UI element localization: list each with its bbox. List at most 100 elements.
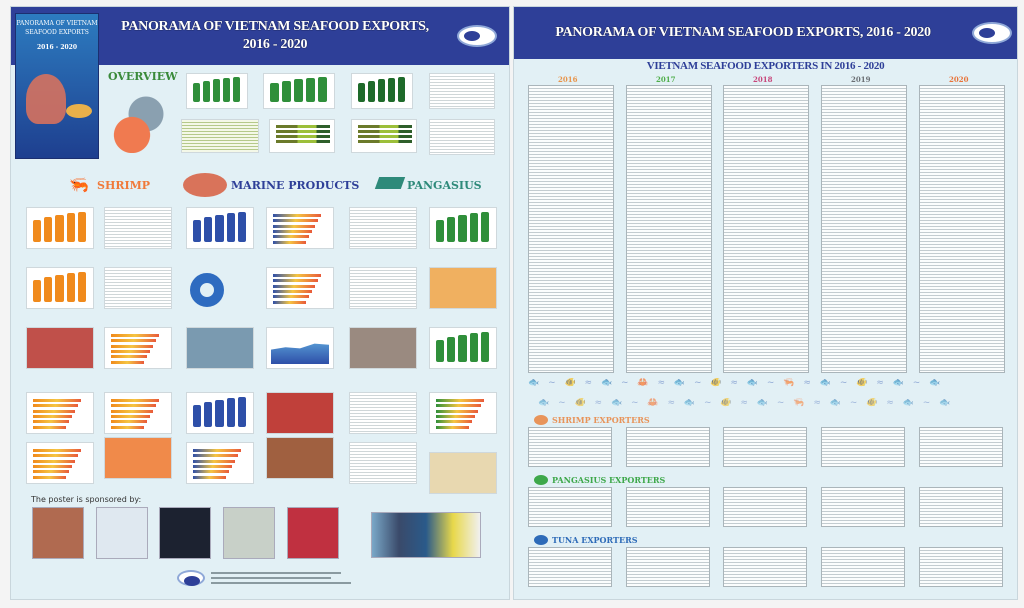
bar bbox=[33, 449, 81, 452]
cover-thumbnail: PANORAMA OF VIETNAM SEAFOOD EXPORTS 2016… bbox=[15, 13, 99, 159]
bar bbox=[111, 350, 150, 353]
bars-chart bbox=[263, 73, 335, 109]
fish-decoration-band: 🐟 ~ 🐠 ≈ 🐟 ~ 🦀 ≈ 🐟 ~ 🐠 ≈ 🐟 ~ 🦐 ≈ 🐟 ~ 🐠 ≈ … bbox=[528, 378, 944, 388]
bar bbox=[204, 217, 213, 242]
top-exporters-table bbox=[723, 487, 807, 527]
bar bbox=[237, 397, 246, 427]
bar bbox=[55, 274, 64, 302]
mini-table bbox=[429, 119, 495, 155]
mini-table bbox=[429, 73, 495, 109]
section-overview: OVERVIEW bbox=[108, 70, 178, 83]
bars-chart bbox=[429, 327, 497, 369]
stack-chart bbox=[351, 119, 417, 153]
group-heading: SHRIMP EXPORTERS bbox=[552, 415, 650, 425]
bar bbox=[270, 83, 279, 102]
bars-chart bbox=[186, 207, 254, 249]
footer-text bbox=[211, 582, 351, 584]
bar bbox=[33, 409, 75, 413]
bar bbox=[368, 80, 375, 102]
bar bbox=[33, 475, 66, 479]
bar bbox=[447, 217, 456, 242]
bar bbox=[33, 470, 69, 474]
hbars-chart bbox=[266, 207, 334, 249]
bar bbox=[358, 140, 412, 143]
pangasius-icon bbox=[534, 475, 548, 485]
bar bbox=[77, 212, 86, 242]
bar bbox=[282, 80, 291, 102]
shrimp-icon bbox=[534, 415, 548, 425]
bar bbox=[447, 337, 456, 362]
bar bbox=[436, 409, 478, 413]
top-exporters-table bbox=[626, 487, 710, 527]
bar bbox=[480, 332, 489, 362]
hbars-chart bbox=[104, 392, 172, 434]
bars-chart bbox=[186, 392, 254, 434]
bar bbox=[276, 135, 330, 138]
title-line1: PANORAMA OF VIETNAM SEAFOOD EXPORTS, bbox=[121, 19, 429, 34]
poster-right-page: PANORAMA OF VIETNAM SEAFOOD EXPORTS, 201… bbox=[513, 6, 1018, 600]
cover-title-line1: PANORAMA OF VIETNAM bbox=[16, 20, 98, 27]
top-exporters-table bbox=[919, 547, 1003, 587]
bar bbox=[44, 217, 53, 242]
year-label-2018: 2018 bbox=[753, 75, 773, 84]
section-marine-products: MARINE PRODUCTS bbox=[183, 173, 359, 197]
fish-illustration bbox=[66, 104, 92, 118]
sponsor-ad bbox=[32, 507, 84, 559]
bar bbox=[111, 355, 147, 359]
bars-chart bbox=[186, 73, 248, 109]
mini-table bbox=[104, 267, 172, 309]
bar bbox=[436, 420, 472, 424]
bar bbox=[193, 454, 238, 458]
bar bbox=[398, 76, 405, 102]
bar bbox=[33, 399, 81, 402]
section-pangasius: PANGASIUS bbox=[374, 177, 482, 192]
section-shrimp-label: SHRIMP bbox=[97, 179, 151, 192]
photo-chart bbox=[349, 327, 417, 369]
top-exporters-table bbox=[723, 547, 807, 587]
top-exporters-table bbox=[821, 427, 905, 467]
bar bbox=[273, 274, 321, 277]
bar bbox=[77, 272, 86, 302]
top-exporters-table bbox=[919, 427, 1003, 467]
mini-table bbox=[349, 267, 417, 309]
bars-chart bbox=[351, 73, 413, 109]
sponsor-label: The poster is sponsored by: bbox=[31, 495, 142, 504]
bar bbox=[111, 339, 156, 343]
area bbox=[271, 343, 329, 364]
bar bbox=[273, 224, 315, 228]
bar bbox=[273, 230, 312, 233]
poster-left-page: PANORAMA OF VIETNAM SEAFOOD EXPORTS 2016… bbox=[10, 6, 510, 600]
bar bbox=[226, 398, 235, 427]
photo-chart bbox=[429, 452, 497, 494]
year-label-2020: 2020 bbox=[949, 75, 969, 84]
bar bbox=[111, 409, 153, 413]
photo-chart bbox=[266, 437, 334, 479]
donut bbox=[190, 273, 224, 307]
bar bbox=[215, 214, 224, 242]
top-exporters-table bbox=[626, 427, 710, 467]
bar bbox=[33, 465, 72, 468]
hbars-chart bbox=[26, 442, 94, 484]
bar bbox=[294, 78, 303, 102]
mini-table bbox=[181, 119, 259, 153]
bar bbox=[273, 290, 312, 293]
bar bbox=[204, 402, 213, 427]
bar bbox=[193, 220, 202, 242]
vasep-logo bbox=[457, 25, 497, 47]
bar bbox=[193, 465, 232, 468]
bar bbox=[436, 399, 484, 402]
bar bbox=[233, 76, 240, 102]
bar bbox=[213, 78, 220, 102]
tuna-icon bbox=[534, 535, 548, 545]
exporters-table-2018 bbox=[723, 85, 809, 373]
octopus-illustration bbox=[26, 74, 66, 124]
bar bbox=[436, 220, 445, 242]
bar bbox=[436, 404, 481, 408]
marine-products-icon bbox=[183, 173, 227, 197]
bar bbox=[318, 76, 327, 102]
bars-chart bbox=[429, 207, 497, 249]
group-heading: TUNA EXPORTERS bbox=[552, 535, 638, 545]
exporters-table-2016 bbox=[528, 85, 614, 373]
bar bbox=[193, 470, 229, 474]
donut-chart bbox=[186, 269, 254, 311]
